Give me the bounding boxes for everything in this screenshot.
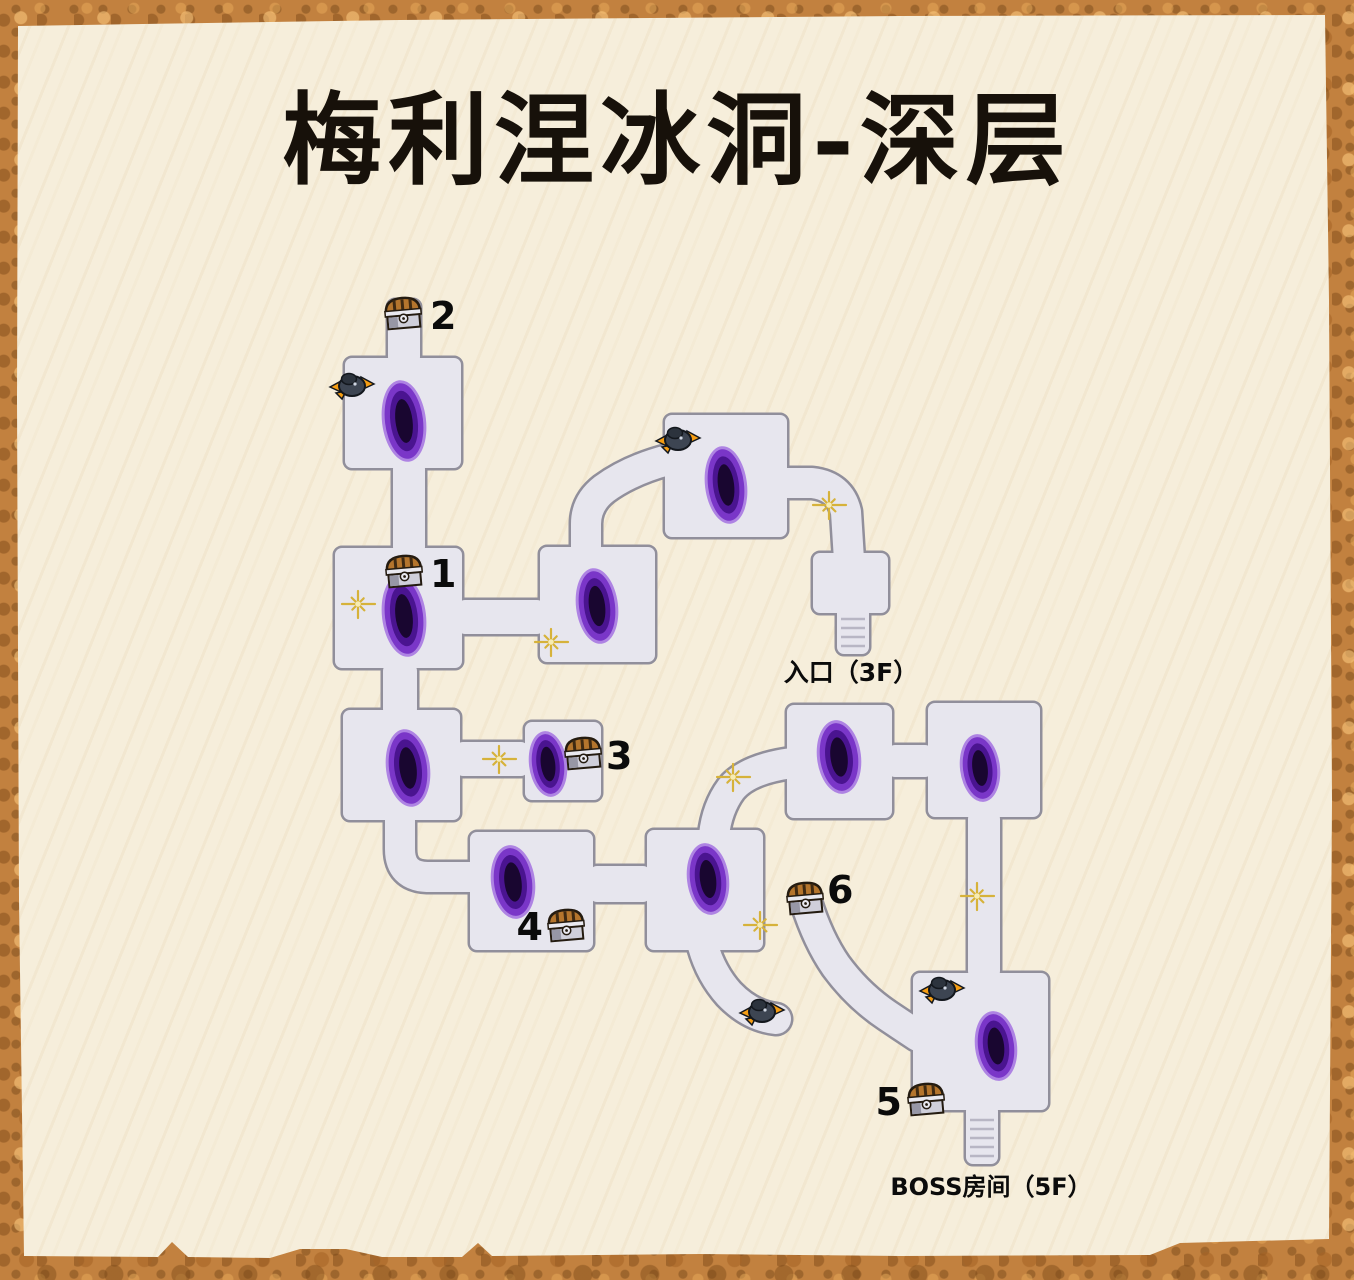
- treasure-chest-icon: [907, 1082, 946, 1117]
- treasure-chest-icon: [384, 296, 423, 331]
- entrance-label: 入口（3F）: [783, 658, 919, 687]
- portal-icon: [974, 1011, 1018, 1081]
- corridor: [385, 801, 489, 892]
- treasure-chest-icon: [786, 881, 825, 916]
- sparkle-icon: [742, 910, 779, 941]
- page-title: 梅利涅冰洞-深层: [282, 81, 1072, 199]
- treasure-chest-icon: [385, 554, 424, 589]
- chest-number-label: 2: [430, 294, 456, 338]
- portal-icon: [575, 568, 619, 644]
- portal-icon: [490, 845, 536, 919]
- portal-icon: [381, 575, 427, 657]
- chest-number-label: 1: [430, 552, 456, 596]
- sparkle-icon: [959, 881, 996, 912]
- corridor: [699, 748, 807, 850]
- sparkle-icon: [533, 627, 570, 658]
- corridor: [590, 866, 650, 902]
- monster-icon: [328, 372, 376, 401]
- room-entrance: [813, 553, 888, 613]
- treasure-chest-icon: [547, 908, 586, 943]
- sparkle-icon: [481, 744, 518, 775]
- portal-icon: [381, 380, 427, 462]
- corridor: [768, 468, 864, 575]
- boss-room-label: BOSS房间（5F）: [890, 1173, 1092, 1201]
- sparkle-icon: [811, 490, 848, 521]
- portal-icon: [686, 843, 730, 915]
- chest-number-label: 4: [517, 905, 543, 949]
- chest-number-label: 6: [827, 868, 853, 912]
- monster-icon: [918, 976, 966, 1005]
- corridor: [383, 664, 417, 716]
- portal-icon: [704, 446, 748, 524]
- corridor: [791, 887, 933, 1051]
- corridor: [888, 745, 932, 777]
- chest-number-label: 3: [606, 734, 632, 778]
- corridor: [571, 445, 683, 571]
- corridor: [458, 600, 544, 634]
- monster-icon: [654, 426, 702, 455]
- chest-number-label: 5: [876, 1080, 902, 1124]
- portal-icon: [528, 731, 568, 797]
- monster-icon: [738, 998, 786, 1027]
- corridor: [393, 462, 425, 554]
- sparkle-icon: [715, 762, 752, 793]
- portal-icon: [816, 720, 862, 794]
- treasure-chest-icon: [564, 736, 603, 771]
- portal-icon: [959, 734, 1001, 802]
- portal-icon: [385, 729, 431, 807]
- sparkle-icon: [340, 589, 377, 620]
